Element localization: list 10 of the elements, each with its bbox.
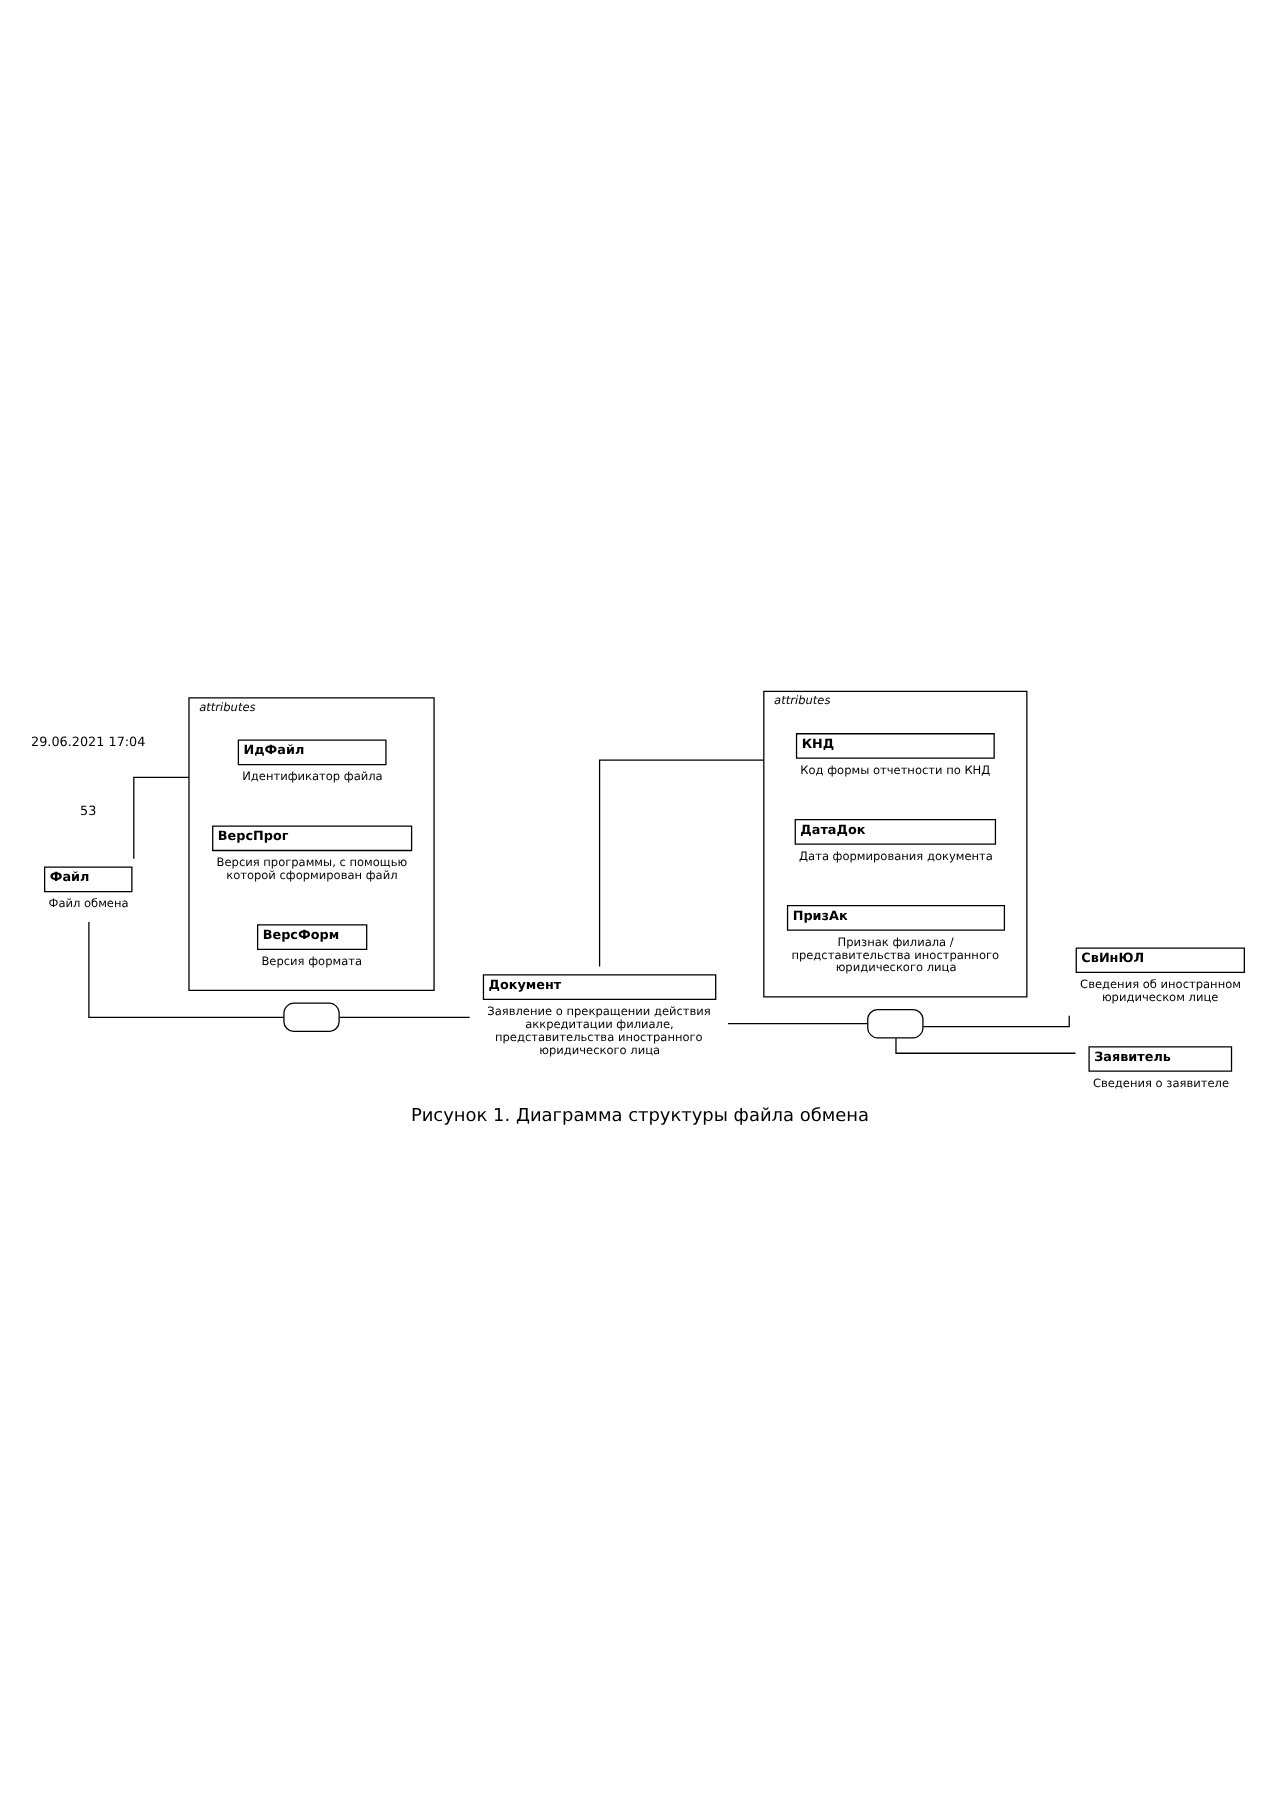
node-box — [867, 1007, 924, 1038]
connector — [133, 775, 190, 859]
connector — [338, 1015, 471, 1017]
connector — [727, 1022, 869, 1024]
connector — [88, 920, 285, 1017]
node-box — [283, 1001, 340, 1032]
connector — [922, 1014, 1070, 1027]
caption: Рисунок 1. Диаграмма структуры файла обмена — [410, 1105, 870, 1126]
connector — [598, 758, 765, 967]
connector — [895, 1036, 1077, 1053]
